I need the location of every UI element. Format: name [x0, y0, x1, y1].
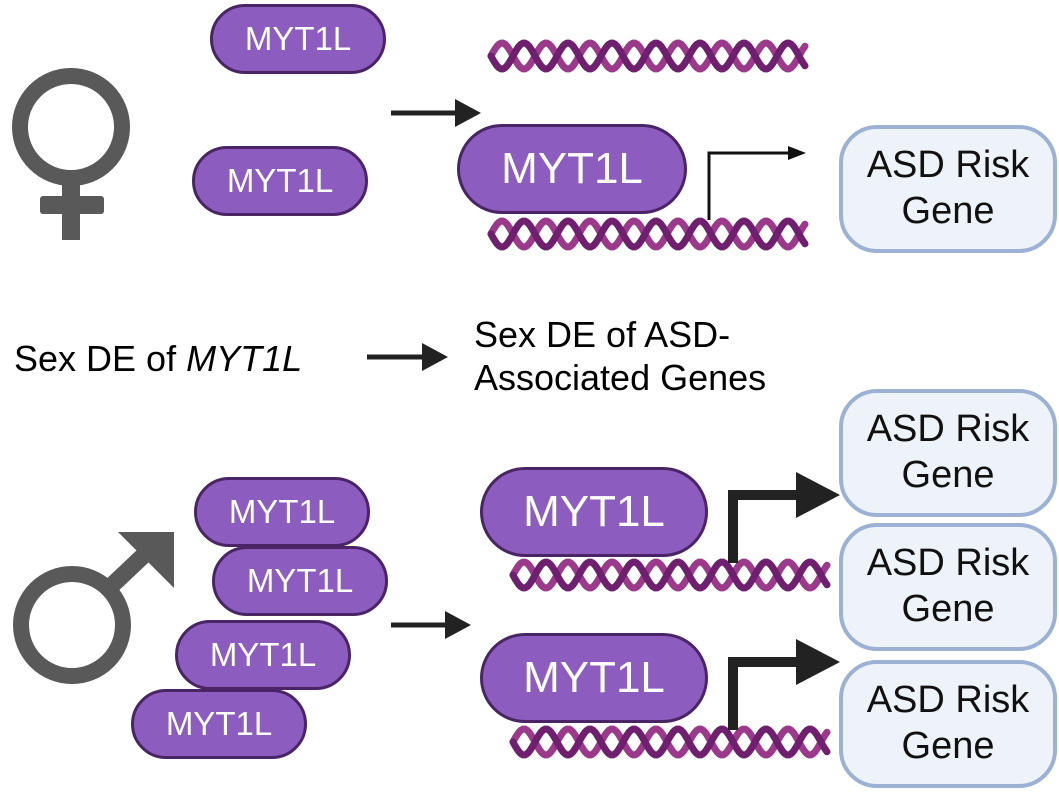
- myt1l-protein: MYT1L: [210, 4, 386, 74]
- female-symbol-icon: [12, 68, 130, 240]
- male-arrow: [391, 611, 471, 639]
- summary-left-gene: MYT1L: [186, 338, 303, 379]
- gene-label-line1: ASD Risk: [866, 542, 1030, 585]
- gene-label-line2: Gene: [901, 190, 995, 232]
- gene-label-line1: ASD Risk: [866, 144, 1030, 187]
- myt1l-protein-bound: MYT1L: [480, 633, 708, 723]
- dna-strand: [509, 725, 831, 759]
- summary-arrow: [367, 343, 448, 371]
- female-arrow: [391, 99, 481, 127]
- dna-strand: [509, 558, 831, 592]
- summary-left-text: Sex DE of MYT1L: [14, 337, 302, 380]
- transcription-arrow-male-1: [728, 472, 840, 563]
- myt1l-protein-bound: MYT1L: [457, 124, 687, 214]
- summary-right-line2: Associated Genes: [474, 357, 767, 399]
- transcription-arrow-male-2: [728, 639, 840, 730]
- asd-risk-gene-box: ASD Risk Gene: [839, 125, 1057, 253]
- gene-label-line2: Gene: [901, 588, 995, 630]
- myt1l-protein: MYT1L: [192, 146, 368, 216]
- gene-label-line2: Gene: [901, 725, 995, 767]
- gene-label-line1: ASD Risk: [866, 679, 1030, 722]
- asd-risk-gene-box: ASD Risk Gene: [839, 660, 1057, 788]
- asd-risk-gene-box: ASD Risk Gene: [839, 523, 1057, 651]
- male-symbol-icon: [13, 532, 174, 684]
- summary-left-prefix: Sex DE of: [14, 338, 187, 379]
- gene-label-line1: ASD Risk: [866, 408, 1030, 451]
- dna-strand: [487, 217, 809, 251]
- dna-helix: [509, 725, 831, 759]
- dna-layer: [487, 39, 831, 759]
- myt1l-protein: MYT1L: [175, 620, 351, 690]
- myt1l-protein: MYT1L: [194, 477, 370, 547]
- summary-right-text: Sex DE of ASD- Associated Genes: [474, 313, 766, 399]
- gene-label-line2: Gene: [901, 454, 995, 496]
- dna-strand: [487, 39, 809, 73]
- asd-risk-gene-box: ASD Risk Gene: [839, 389, 1057, 517]
- dna-helix: [509, 558, 831, 592]
- dna-helix: [487, 39, 809, 73]
- dna-strand: [509, 558, 831, 592]
- dna-strand: [487, 217, 809, 251]
- dna-helix: [487, 217, 809, 251]
- transcription-arrow-female: [707, 146, 806, 220]
- myt1l-protein: MYT1L: [212, 546, 388, 616]
- summary-right-line1: Sex DE of ASD-: [474, 314, 731, 355]
- myt1l-protein: MYT1L: [131, 689, 307, 759]
- dna-strand: [509, 725, 831, 759]
- dna-strand: [487, 39, 809, 73]
- myt1l-protein-bound: MYT1L: [480, 467, 708, 557]
